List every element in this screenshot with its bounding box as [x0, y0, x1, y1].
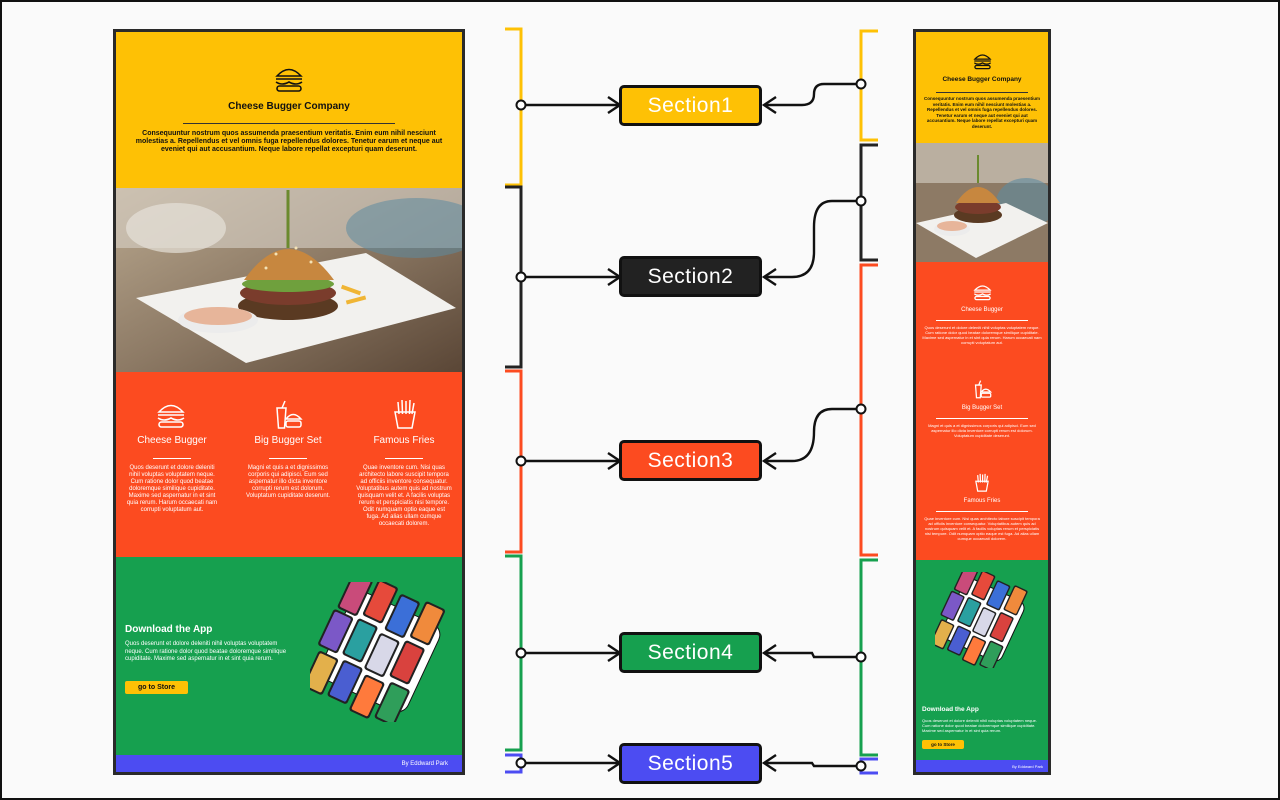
feature-title-famous-fries: Famous Fries [963, 498, 1001, 504]
app-title: Download the App [922, 706, 979, 713]
mobile-section-3: Cheese Bugger Quos deserunt et dolore de… [916, 262, 1048, 560]
mobile-section-1: Cheese Bugger Company Consequuntur nostr… [916, 32, 1048, 143]
burger-drink-icon [276, 400, 303, 429]
title-divider [183, 123, 395, 124]
feature-text-cheese-bugger: Quos deserunt et dolore deleniti nihil v… [126, 465, 218, 513]
desktop-section-4: Download the App Quos deserunt et dolore… [116, 557, 462, 755]
feature-divider [936, 320, 1028, 321]
fries-icon [975, 473, 989, 492]
feature-title-famous-fries: Famous Fries [373, 435, 435, 446]
desktop-section-3: Cheese Bugger Quos deserunt et dolore de… [116, 372, 462, 557]
desktop-section-5: By Eddward Park [116, 755, 462, 772]
app-description: Quos deserunt et dolore deleniti nihil v… [125, 641, 287, 662]
app-title: Download the App [125, 624, 213, 635]
feature-title-cheese-bugger: Cheese Bugger [961, 307, 1003, 313]
credit-text: By Eddward Park [401, 761, 448, 767]
company-description: Consequuntur nostrum quos assumenda prae… [135, 130, 443, 153]
feature-divider [269, 458, 307, 459]
mobile-mockup: Cheese Bugger Company Consequuntur nostr… [913, 29, 1051, 775]
feature-text-big-bugger-set: Magni et quis a et dignissimos corporis … [928, 423, 1036, 438]
feature-text-famous-fries: Quae inventore cum. Nisi quas architecto… [924, 516, 1040, 541]
burger-icon [973, 285, 992, 301]
feature-divider [385, 458, 423, 459]
feature-text-big-bugger-set: Magni et quis a et dignissimos corporis … [245, 465, 331, 499]
section-1-label: Section1 [619, 85, 762, 126]
section-4-label: Section4 [619, 632, 762, 673]
title-divider [936, 92, 1028, 93]
mobile-section-4: Download the App Quos deserunt et dolore… [916, 560, 1048, 760]
app-description: Quos deserunt et dolore deleniti nihil v… [922, 718, 1037, 733]
feature-title-big-bugger-set: Big Bugger Set [254, 435, 322, 446]
phones-collage [310, 582, 445, 722]
mobile-section-5: By Eddward Park [916, 760, 1048, 772]
burger-icon [157, 404, 185, 428]
burger-photo [116, 188, 462, 372]
section-2-label: Section2 [619, 256, 762, 297]
credit-text: By Eddward Park [1012, 764, 1043, 769]
company-title: Cheese Bugger Company [228, 101, 350, 112]
feature-title-cheese-bugger: Cheese Bugger [137, 435, 207, 446]
burger-photo [916, 143, 1048, 262]
company-title: Cheese Bugger Company [942, 76, 1022, 83]
feature-divider [936, 511, 1028, 512]
section-5-label: Section5 [619, 743, 762, 784]
feature-divider [936, 418, 1028, 419]
burger-drink-icon [974, 380, 992, 399]
feature-text-famous-fries: Quae inventore cum. Nisi quas architecto… [356, 465, 452, 527]
desktop-mockup: Cheese Bugger Company Consequuntur nostr… [113, 29, 465, 775]
burger-icon [275, 68, 303, 92]
company-description: Consequuntur nostrum quos assumenda prae… [923, 96, 1040, 129]
mobile-section-2 [916, 143, 1048, 262]
feature-text-cheese-bugger: Quos deserunt et dolore deleniti nihil v… [922, 325, 1042, 345]
feature-title-big-bugger-set: Big Bugger Set [961, 405, 1003, 411]
desktop-section-2 [116, 188, 462, 372]
feature-divider [153, 458, 191, 459]
desktop-section-1: Cheese Bugger Company Consequuntur nostr… [116, 32, 462, 188]
go-to-store-button[interactable]: go to Store [922, 740, 964, 749]
go-to-store-button[interactable]: go to Store [125, 681, 188, 694]
fries-icon [394, 399, 416, 429]
section-3-label: Section3 [619, 440, 762, 481]
phones-collage [935, 572, 1030, 668]
burger-icon [973, 54, 992, 70]
